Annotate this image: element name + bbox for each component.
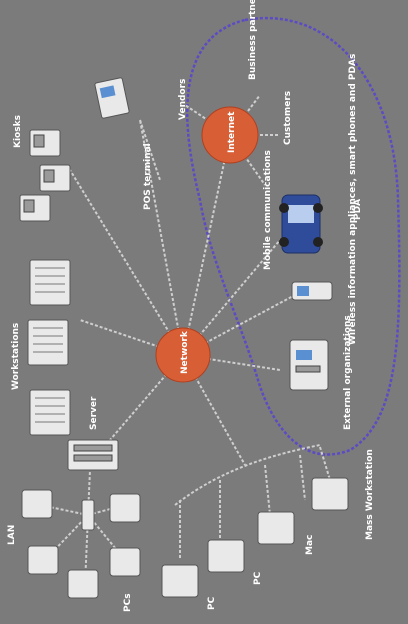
internet-hub xyxy=(201,106,259,164)
kiosks-label: Kiosks xyxy=(13,115,23,148)
lan-label: LAN xyxy=(7,525,17,545)
external-boundary xyxy=(186,17,401,456)
computer-icon xyxy=(161,477,349,598)
phone-icon xyxy=(291,281,333,301)
kiosk-icon xyxy=(19,129,71,222)
pcs-label: PCs xyxy=(123,593,133,612)
car-icon xyxy=(279,194,323,254)
business-partners-label: Business partners xyxy=(248,0,258,80)
building-icon xyxy=(27,259,71,436)
workstations-label: Workstations xyxy=(11,323,21,390)
mobile-communications-label: Mobile communications xyxy=(263,150,273,270)
customers-label: Customers xyxy=(283,91,293,145)
pda-label: PDA xyxy=(353,199,363,220)
wireless-devices-label: Wireless information appliances, smart p… xyxy=(348,54,358,345)
network-label: Network xyxy=(180,330,190,374)
server-icon xyxy=(67,439,119,471)
mac-label: Mac xyxy=(305,535,315,555)
pos-terminal-label: POS terminal xyxy=(143,143,153,210)
fax-machine-icon xyxy=(289,339,329,391)
internet-label: Internet xyxy=(227,111,237,153)
computer-icon xyxy=(21,489,141,599)
pos-terminal-icon xyxy=(94,77,130,119)
lan-switch xyxy=(81,499,95,531)
pc-label-2: PC xyxy=(253,571,263,585)
vendors-label: Vendors xyxy=(178,79,188,120)
server-label: Server xyxy=(89,396,99,430)
remote-workstation-label: Mass Workstation xyxy=(365,449,375,540)
pc-label: PC xyxy=(207,596,217,610)
external-partners-label: External organizations xyxy=(343,315,353,430)
network-hub xyxy=(155,327,211,383)
